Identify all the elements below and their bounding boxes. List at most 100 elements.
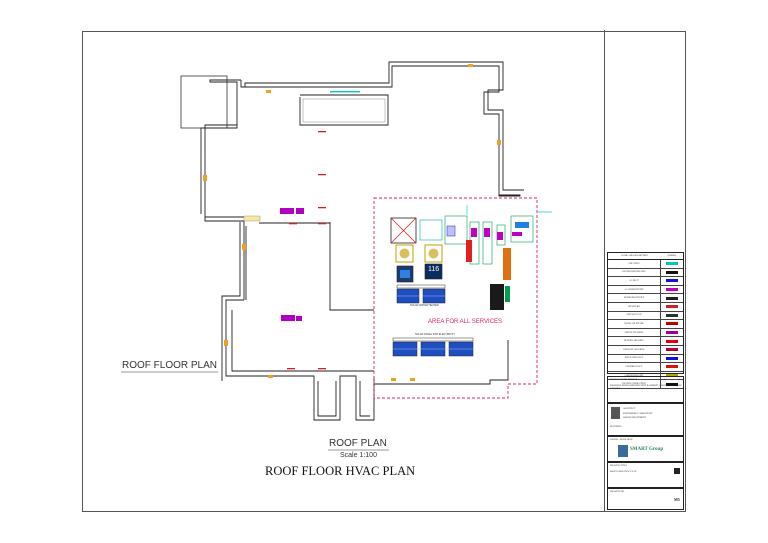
legend-symbol-icon xyxy=(661,294,683,302)
legend-swatch xyxy=(666,296,678,300)
legend-swatch xyxy=(666,270,678,274)
legend-row: EXHAUST AIR GRILL xyxy=(608,345,683,355)
legend-row-label: REFRIGERANT PIPE xyxy=(608,294,661,302)
skylight xyxy=(302,98,386,123)
scale-label: Scale 1:100 xyxy=(340,452,377,459)
legend-row: VRF UNITS xyxy=(608,260,683,269)
slab-marker xyxy=(243,215,261,222)
legend-symbol-icon xyxy=(661,277,683,285)
consultant-block: ARCHITECT ENGINEERING CONSULTANT DESIGN … xyxy=(607,403,684,436)
legend-row: FLEXIBLE DUCT xyxy=(608,363,683,372)
legend-row: DRAIN PIPE xyxy=(608,302,683,312)
legend-row: RETURN AIR GRILL xyxy=(608,337,683,346)
legend-symbol-icon xyxy=(661,380,683,388)
legend-symbol-icon xyxy=(661,303,683,311)
legend-swatch xyxy=(666,262,678,266)
legend-swatch xyxy=(666,348,678,352)
building-outline xyxy=(200,61,524,421)
legend-row: HEATER CONNECTION xyxy=(608,380,683,389)
legend-swatch xyxy=(666,288,678,292)
consultant-logo-icon xyxy=(611,407,620,419)
legend-swatch xyxy=(666,305,678,309)
stair-box xyxy=(180,75,228,129)
consultant-line-1: ENGINEERING CONSULTANT xyxy=(623,413,653,415)
legend-row-label: HEATER CONNECTION xyxy=(608,380,661,388)
legend-row: EXHAUST FAN xyxy=(608,311,683,321)
legend-swatch xyxy=(666,313,678,317)
consultant-name: ARCHITECT xyxy=(623,408,636,410)
legend-symbol-icon xyxy=(661,329,683,337)
sheet-title: ROOF FLOOR HVAC PLAN xyxy=(610,471,637,473)
legend-symbol-icon xyxy=(661,260,683,268)
legend-row: SUPPLY AIR GRILL xyxy=(608,328,683,338)
legend-swatch xyxy=(666,382,678,386)
legend-symbol-icon xyxy=(661,312,683,320)
owner-logo-icon xyxy=(618,445,628,457)
legend-symbol-icon xyxy=(661,346,683,354)
drawing-no-label: DRAWING NO. xyxy=(610,491,625,493)
door-markers xyxy=(203,64,501,381)
project-head: PROJECT: HOTEL PROJECT xyxy=(610,379,638,381)
services-area-boundary xyxy=(373,197,538,399)
legend-row-label: FLEXIBLE DUCT xyxy=(608,363,661,371)
legend-row: CONDENSER UNIT xyxy=(608,371,683,381)
owner-block: OWNER / DEVELOPER SMART Group xyxy=(607,436,684,462)
legend-row: AC DUCT xyxy=(608,277,683,286)
legend-swatch xyxy=(666,374,678,378)
legend-symbol-icon xyxy=(661,286,683,294)
legend-row: HEATER RETURN LINE xyxy=(608,268,683,278)
solar-water-label: SOLAR WATER HEATER xyxy=(410,304,439,307)
legend-swatch xyxy=(666,322,678,326)
legend-swatch xyxy=(666,339,678,343)
legend-header: NAME AND DESCRIPTION SYMBOL xyxy=(608,253,683,260)
equipment-badge: 116 xyxy=(428,266,440,273)
legend-symbol-icon xyxy=(661,337,683,345)
exhaust-labels xyxy=(287,131,326,370)
legend-row: FRESH AIR INTAKE xyxy=(608,320,683,329)
legend-header-symbol: SYMBOL xyxy=(667,255,677,257)
owner-label: OWNER / DEVELOPER xyxy=(610,439,633,441)
legend-row-label: HEATER RETURN LINE xyxy=(608,268,661,277)
legend-swatch xyxy=(666,365,678,369)
legend-row-label: AC CONDUIT UNIT xyxy=(608,285,661,294)
project-desc: PROPOSED HOTEL BUILDING WITH BASEMENT, G… xyxy=(610,385,682,390)
legend-symbol-icon xyxy=(661,355,683,363)
services-equipment xyxy=(390,205,552,310)
legend-row-label: AC DUCT xyxy=(608,277,661,285)
sheet-title-label: DRAWING TITLE xyxy=(610,465,627,467)
main-title: ROOF FLOOR HVAC PLAN xyxy=(265,464,416,478)
drawing-number-block: DRAWING NO. M5 xyxy=(607,488,684,510)
title-block-strip xyxy=(604,30,686,512)
legend-row-label: EXHAUST AIR GRILL xyxy=(608,345,661,354)
legend-header-name: NAME AND DESCRIPTION xyxy=(621,255,648,257)
legend-row: REFRIGERANT PIPE xyxy=(608,294,683,303)
legend-swatch xyxy=(666,279,678,283)
legend-row-label: RETURN AIR GRILL xyxy=(608,337,661,345)
north-arrow-icon xyxy=(674,468,680,474)
services-area-label: AREA FOR ALL SERVICES xyxy=(428,319,503,325)
revisions-label: REVISIONS xyxy=(610,426,622,428)
ac-units xyxy=(280,208,304,321)
legend-row: INSULATED DUCT xyxy=(608,354,683,364)
legend-symbol-icon xyxy=(661,269,683,277)
legend-row-label: EXHAUST FAN xyxy=(608,311,661,320)
side-label: ROOF FLOOR PLAN xyxy=(122,360,218,371)
solar-water-heaters xyxy=(396,284,446,304)
sheet-title-block: DRAWING TITLE ROOF FLOOR HVAC PLAN xyxy=(607,462,684,488)
consultant-line-2: DESIGN DEPARTMENT xyxy=(623,417,646,419)
legend-row-label: INSULATED DUCT xyxy=(608,354,661,363)
legend-row-label: FRESH AIR INTAKE xyxy=(608,320,661,328)
legend-row-label: DRAIN PIPE xyxy=(608,302,661,311)
plan-label: ROOF PLAN xyxy=(329,438,387,449)
solar-panels xyxy=(392,337,474,357)
legend-row-label: VRF UNITS xyxy=(608,260,661,268)
drawing-sheet xyxy=(82,31,686,512)
sheet-number: M5 xyxy=(674,497,680,502)
legend-row-label: CONDENSER UNIT xyxy=(608,371,661,380)
project-block: PROJECT: HOTEL PROJECT PROPOSED HOTEL BU… xyxy=(607,376,684,403)
legend-row-label: SUPPLY AIR GRILL xyxy=(608,328,661,337)
legend-swatch xyxy=(666,356,678,360)
